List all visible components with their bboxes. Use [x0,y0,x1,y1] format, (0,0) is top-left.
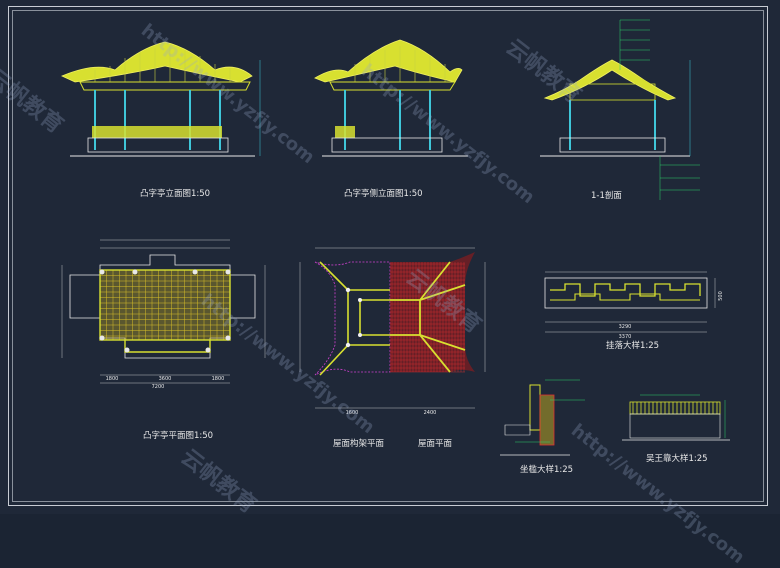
title-seat-detail: 坐槛大样1:25 [520,465,574,475]
plan-dim-b: 3600 [159,376,172,382]
cad-drawing-canvas: 7200 1800 3600 1800 [0,6,768,568]
drawing-svg: 7200 1800 3600 1800 [61,19,730,456]
section-drawing [540,19,700,200]
plan-total-dim: 7200 [152,384,165,390]
title-plan: 凸字亭平面图1:50 [143,431,214,441]
title-bench-detail: 吴王靠大样1:25 [646,454,708,464]
plan-dim-a: 1800 [106,376,119,382]
hanging-dim-outer: 3370 [619,334,632,340]
hanging-fascia-drawing: 3290 3370 500 [544,271,724,340]
drawing-border [8,6,768,506]
hanging-dim-inner: 3290 [619,324,632,330]
roof-dim-a: 1600 [346,410,359,416]
hanging-dim-height: 500 [718,291,724,301]
side-elevation-drawing [314,39,468,157]
plan-dim-a2: 1800 [212,376,225,382]
title-roof-plan: 屋面平面 [418,439,453,449]
roof-dim-b: 2400 [424,410,437,416]
title-hanging-detail: 挂落大样1:25 [606,341,660,351]
title-section: 1-1剖面 [591,191,622,201]
drawing-inner-border [12,10,764,502]
seat-detail-drawing [500,379,585,456]
bench-detail-drawing [622,394,730,441]
title-front-elevation: 凸字亭立面图1:50 [140,189,211,199]
roof-plan-drawing: 1600 2400 [299,247,486,416]
plan-drawing: 7200 1800 3600 1800 [61,239,266,390]
title-side-elevation: 凸字亭侧立面图1:50 [344,189,423,199]
title-roof-frame-plan: 屋面构架平面 [333,439,385,449]
front-elevation-drawing [61,41,261,157]
